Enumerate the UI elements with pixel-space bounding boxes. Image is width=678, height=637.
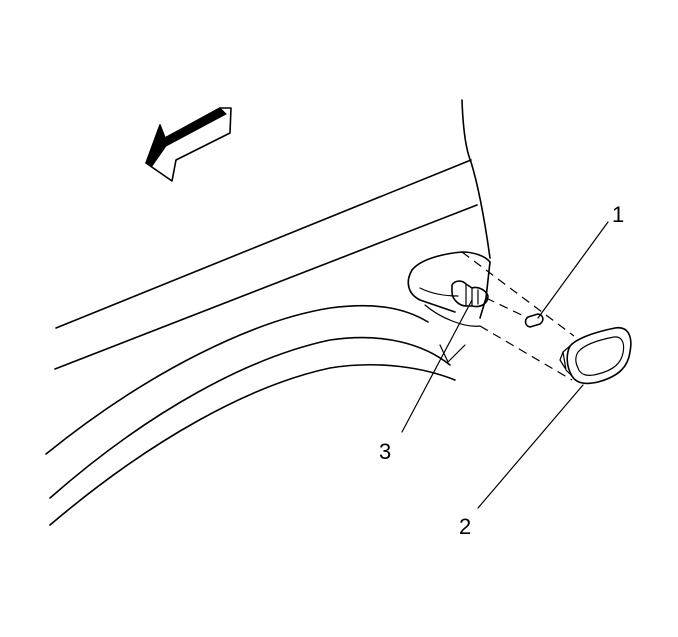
wheel-arch-outer (45, 304, 429, 455)
callout-1: 1 (612, 202, 624, 227)
fender-upper-body-line (55, 159, 472, 329)
leader-3 (401, 299, 473, 433)
alignment-lines (461, 251, 575, 381)
wheel-arch-inner (49, 364, 456, 526)
leader-2 (477, 384, 584, 509)
fender-rear-edge (461, 99, 491, 259)
retainer-clip (524, 313, 544, 328)
callout-3: 3 (379, 439, 391, 464)
wheel-arch-middle (49, 336, 451, 499)
leader-1 (537, 221, 609, 319)
callout-2: 2 (459, 514, 471, 539)
side-marker-lamp (559, 327, 632, 385)
forward-arrow-icon (145, 107, 232, 182)
fender-panel (45, 99, 491, 526)
leader-lines (401, 221, 609, 509)
wheel-arch-lip (439, 344, 466, 363)
bulb-socket (451, 280, 489, 308)
fender-lower-body-line (54, 204, 478, 370)
